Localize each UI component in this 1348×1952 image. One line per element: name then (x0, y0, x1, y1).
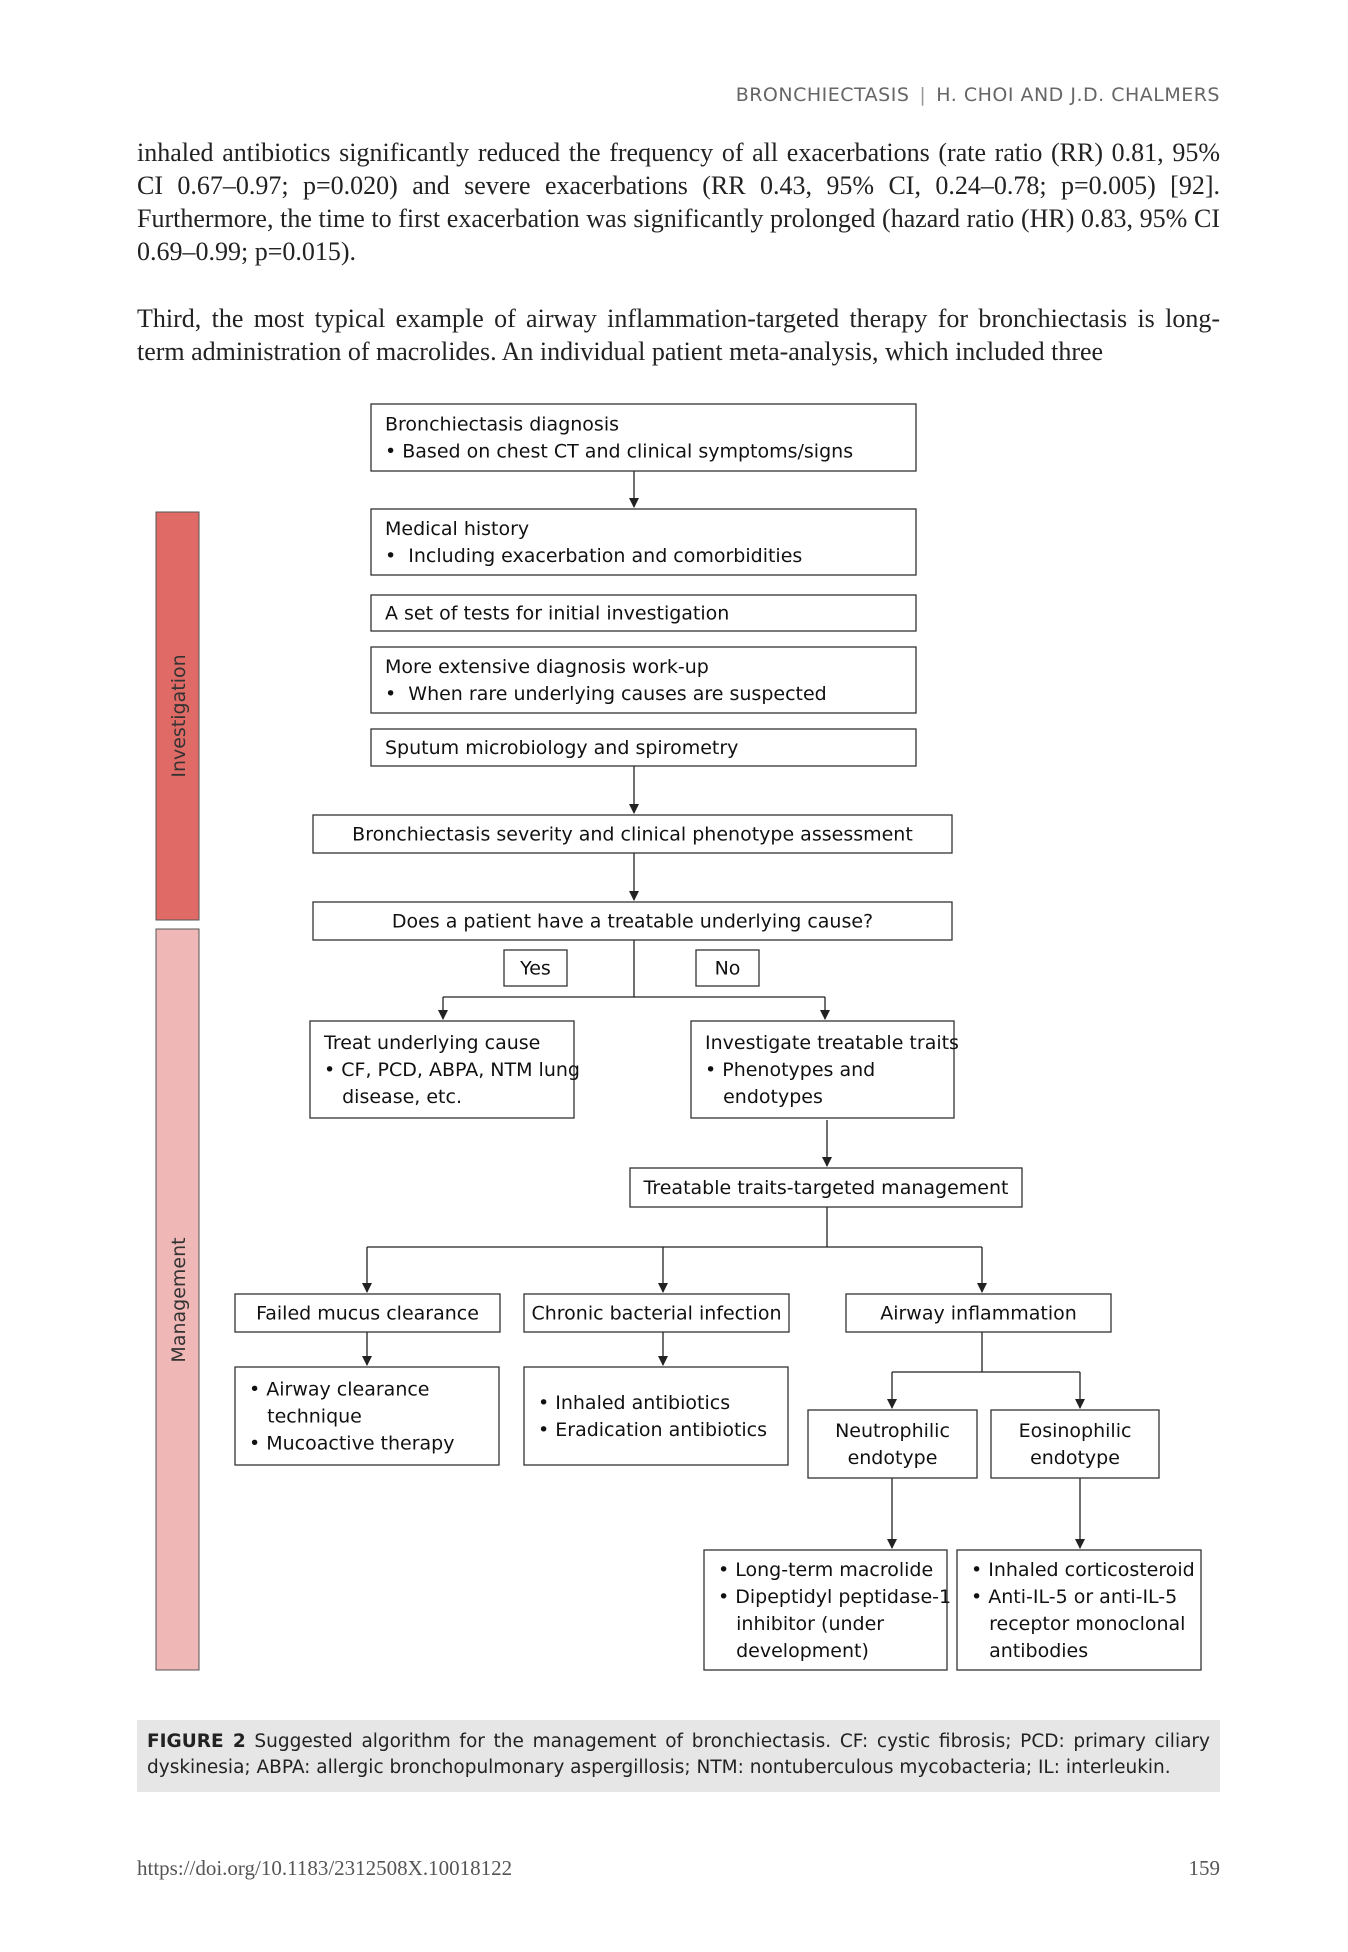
node-inflammation: Airway inflammation (845, 1293, 1112, 1333)
node-mucus: Failed mucus clearance (234, 1293, 501, 1333)
node-mucus-tx: • Airway clearance technique • Mucoactive… (234, 1366, 500, 1466)
footer-doi: https://doi.org/10.1183/2312508X.1001812… (137, 1856, 513, 1880)
node-bacterial-tx: • Inhaled antibiotics • Eradication antib… (523, 1366, 789, 1466)
node-box (845, 1293, 1112, 1333)
node-text-line: Medical history (385, 518, 529, 540)
node-text-line: Chronic bacterial infection (531, 1302, 781, 1324)
node-neutrophilic: Neutrophilic endotype (807, 1409, 978, 1479)
flow-connectors (362, 471, 1085, 1549)
node-box (370, 646, 917, 714)
node-text-line: Airway inflammation (880, 1302, 1077, 1324)
investigation-band: Investigation (155, 511, 200, 921)
node-text-line: • Inhaled antibiotics (538, 1392, 730, 1414)
node-box (312, 814, 953, 854)
node-yes: Yes (503, 949, 568, 987)
node-box (956, 1549, 1202, 1671)
node-text-line: antibodies (971, 1640, 1088, 1662)
node-severity: Bronchiectasis severity and clinical phe… (312, 814, 953, 854)
node-box (234, 1293, 501, 1333)
node-box (690, 1020, 955, 1119)
node-box (370, 594, 917, 632)
node-text-line: Treat underlying cause (323, 1032, 540, 1054)
node-text-line: receptor monoclonal (971, 1613, 1185, 1635)
node-traits: Investigate treatable traits • Phenotypes… (690, 1020, 959, 1119)
node-box (370, 403, 917, 472)
node-neutrophilic-tx: • Long-term macrolide • Dipeptidyl peptid… (703, 1549, 951, 1671)
node-sputum: Sputum microbiology and spirometry (370, 728, 917, 767)
node-box (807, 1409, 978, 1479)
figure-caption-label: FIGURE 2 (147, 1731, 246, 1752)
node-diagnosis: Bronchiectasis diagnosis • Based on chest… (370, 403, 917, 472)
node-text-line: • Dipeptidyl peptidase-1 (718, 1586, 951, 1608)
node-text-line: • Inhaled corticosteroid (971, 1559, 1195, 1581)
node-no: No (695, 949, 760, 987)
node-text-line: Bronchiectasis diagnosis (385, 413, 619, 435)
node-box (312, 901, 953, 941)
node-text-line: Treatable traits-targeted management (643, 1177, 1009, 1199)
node-text-line: inhibitor (under (718, 1613, 884, 1635)
node-text-line: • Phenotypes and (705, 1059, 875, 1081)
running-head-separator: | (919, 84, 927, 106)
node-text-line: Investigate treatable traits (705, 1032, 959, 1054)
node-eosinophilic-tx: • Inhaled corticosteroid • Anti-IL-5 or a… (956, 1549, 1202, 1671)
node-text-line: • Based on chest CT and clinical symptom… (385, 440, 853, 462)
node-text-line: endotype (848, 1447, 938, 1469)
node-text-line: • Airway clearance (249, 1378, 430, 1400)
node-text-line: • Including exacerbation and comorbiditi… (385, 545, 802, 567)
node-box (503, 949, 568, 987)
node-traits-management: Treatable traits-targeted management (629, 1167, 1023, 1208)
node-text-line: • CF, PCD, ABPA, NTM lung (324, 1059, 580, 1081)
node-text-line: disease, etc. (324, 1086, 462, 1108)
node-box (370, 508, 917, 576)
node-text-line: endotype (1030, 1447, 1120, 1469)
node-text-line: Yes (519, 957, 551, 979)
node-text-line: Failed mucus clearance (256, 1302, 479, 1324)
node-text-line: • When rare underlying causes are suspec… (385, 683, 827, 705)
management-algorithm-flowchart: Investigation Management Bronchiectasis … (155, 403, 1202, 1671)
node-question: Does a patient have a treatable underlyi… (312, 901, 953, 941)
node-history: Medical history • Including exacerbation … (370, 508, 917, 576)
page-number: 159 (1188, 1856, 1221, 1880)
node-text-line: • Anti-IL-5 or anti-IL-5 (971, 1586, 1177, 1608)
node-text-line: Bronchiectasis severity and clinical phe… (352, 823, 913, 845)
node-text-line: A set of tests for initial investigation (385, 602, 729, 624)
node-box (629, 1167, 1023, 1208)
node-text-line: More extensive diagnosis work-up (385, 656, 709, 678)
node-text-line: development) (718, 1640, 869, 1662)
node-box (309, 1020, 575, 1119)
flow-nodes: Bronchiectasis diagnosis • Based on chest… (234, 403, 1202, 1671)
node-text-line: • Eradication antibiotics (538, 1419, 767, 1441)
node-treat-cause: Treat underlying cause • CF, PCD, ABPA, N… (309, 1020, 580, 1119)
node-tests: A set of tests for initial investigation (370, 594, 917, 632)
node-box (234, 1366, 500, 1466)
node-box (695, 949, 760, 987)
node-text-line: Neutrophilic (835, 1420, 950, 1442)
management-band: Management (155, 928, 200, 1671)
node-text-line: Sputum microbiology and spirometry (385, 737, 738, 759)
running-head: BRONCHIECTASIS | H. CHOI AND J.D. CHALMERS (736, 84, 1220, 106)
node-text-line: No (715, 957, 741, 979)
body-paragraph-2: Third, the most typical example of airwa… (137, 304, 1220, 366)
node-text-line: endotypes (705, 1086, 823, 1108)
body-paragraph-1: inhaled antibiotics significantly reduce… (137, 138, 1220, 266)
node-box (703, 1549, 948, 1671)
figure-caption: FIGURE 2 Suggested algorithm for the man… (137, 1720, 1220, 1792)
investigation-band-label: Investigation (168, 654, 190, 777)
node-text-line: Does a patient have a treatable underlyi… (392, 910, 873, 932)
management-band-label: Management (168, 1237, 190, 1362)
running-head-journal: BRONCHIECTASIS (735, 84, 910, 106)
node-box (990, 1409, 1160, 1479)
node-bacterial: Chronic bacterial infection (523, 1293, 790, 1333)
node-text-line: technique (249, 1405, 362, 1427)
node-workup: More extensive diagnosis work-up • When r… (370, 646, 917, 714)
node-text-line: Eosinophilic (1019, 1420, 1132, 1442)
node-box (523, 1293, 790, 1333)
running-head-authors: H. CHOI AND J.D. CHALMERS (936, 84, 1220, 106)
figure-caption-text: Suggested algorithm for the management o… (147, 1731, 1210, 1778)
node-eosinophilic: Eosinophilic endotype (990, 1409, 1160, 1479)
node-box (370, 728, 917, 767)
node-text-line: • Long-term macrolide (718, 1559, 933, 1581)
node-text-line: • Mucoactive therapy (249, 1432, 454, 1454)
node-box (523, 1366, 789, 1466)
